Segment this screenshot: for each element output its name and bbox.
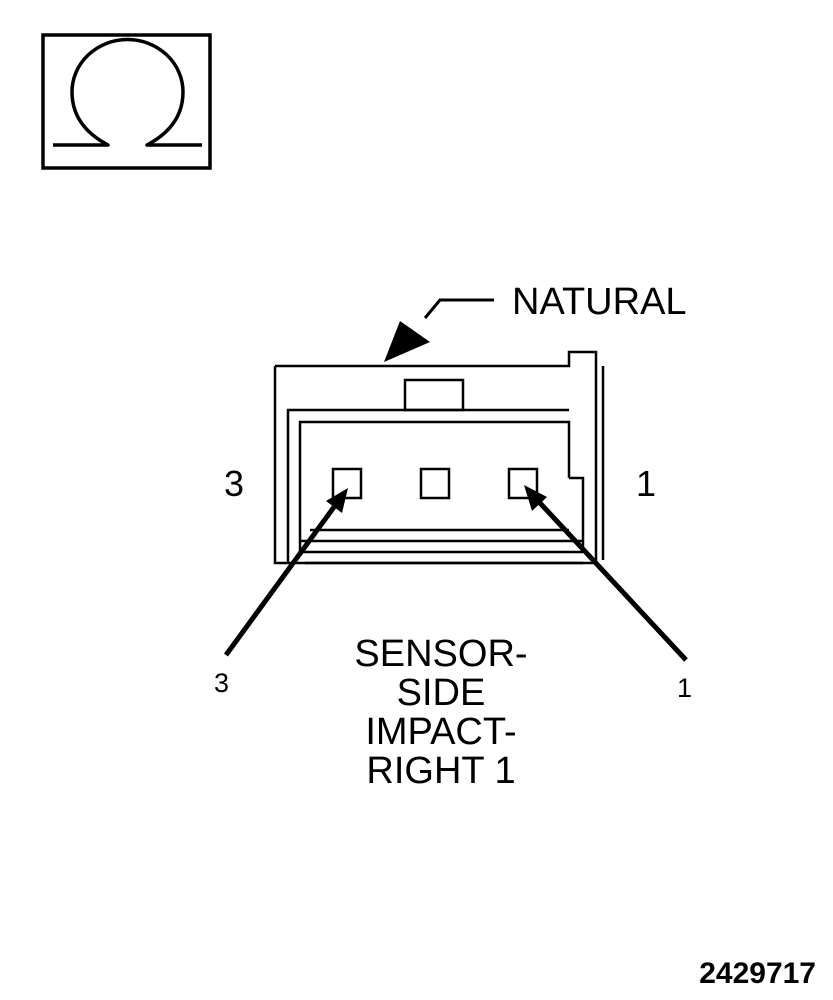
callout-right-label: 1: [677, 673, 692, 703]
arrow-line-pin-3: [223, 505, 337, 657]
pin-cavity-3: [331, 467, 363, 500]
pin-left-label: 3: [224, 463, 244, 504]
pin-cavities: [331, 467, 539, 500]
pin-callout-arrows: [223, 485, 688, 662]
natural-label: NATURAL: [512, 281, 687, 323]
pin-right-label: 1: [636, 463, 656, 504]
natural-callout: NATURAL: [384, 281, 687, 362]
connector-name-line-3: IMPACT-: [365, 711, 516, 753]
pin-cavity-2: [419, 467, 451, 500]
connector-name-line-4: RIGHT 1: [366, 750, 515, 792]
natural-arrowhead: [384, 321, 430, 362]
callout-left-label: 3: [214, 668, 229, 698]
pin-cavity-1: [507, 467, 539, 500]
connector-name-line-2: SIDE: [397, 672, 486, 714]
connector-name-line-1: SENSOR-: [354, 633, 527, 675]
natural-leader-line: [423, 298, 494, 319]
connector-body: [273, 350, 605, 565]
symbol-frame: [41, 33, 212, 170]
arrowhead-pin-1: [524, 485, 547, 511]
figure-number: 2429717: [699, 957, 816, 990]
arrowhead-pin-3: [326, 488, 348, 513]
ohm-symbol: [41, 33, 212, 170]
arrow-line-pin-1: [538, 501, 688, 662]
ohm-icon: [53, 37, 202, 147]
connector-name: SENSOR- SIDE IMPACT- RIGHT 1: [354, 633, 527, 792]
